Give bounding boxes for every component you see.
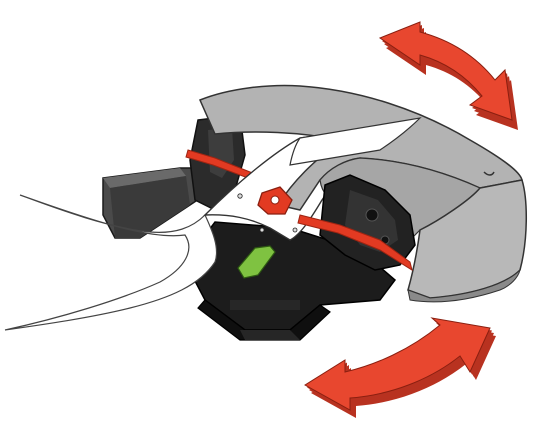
printer-jam-illustration xyxy=(0,0,556,435)
illustration-canvas xyxy=(0,0,556,435)
